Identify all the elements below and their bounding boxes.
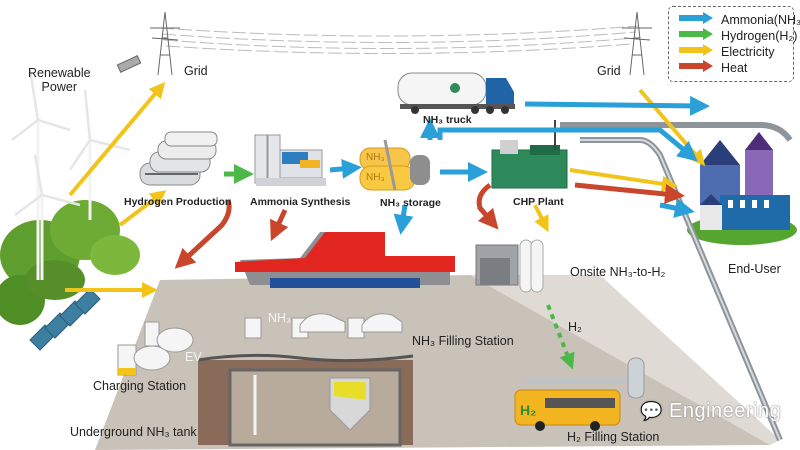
flow-renewable-to-grid: [68, 81, 166, 197]
hydrogen-production-icon: [139, 131, 218, 186]
flow-heat-hydrogen-to-ground: [174, 199, 232, 269]
pylon-right: [622, 11, 652, 76]
flow-truck-to-enduser: [524, 95, 710, 116]
electricity-arrow-icon: [679, 44, 713, 56]
end-user-buildings-icon: [687, 132, 797, 245]
label-nh3-truck: NH₃ truck: [423, 114, 472, 126]
legend: Ammonia(NH₃) Hydrogen(H₂) Electricity He…: [668, 6, 800, 82]
label-ev: EV: [185, 350, 202, 364]
chp-plant-icon: [491, 120, 568, 189]
flow-storage-to-station: [393, 204, 414, 235]
label-renewable-power: Renewable Power: [28, 66, 91, 95]
label-nh3-filling-station: NH₃ Filling Station: [412, 334, 514, 348]
pylon-left: [116, 11, 180, 76]
nh3-truck-icon: [397, 72, 515, 114]
ammonia-synthesis-icon: [254, 134, 326, 186]
hydrogen-arrow-icon: [679, 28, 713, 40]
label-end-user: End-User: [728, 262, 781, 276]
ammonia-arrow-icon: [679, 12, 713, 24]
label-onsite-cracker: Onsite NH₃-to-H₂: [570, 265, 666, 279]
power-lines: [159, 25, 639, 55]
wechat-icon: 💬: [640, 401, 663, 421]
label-grid-right: Grid: [597, 64, 621, 78]
label-bus-h2: H₂: [520, 402, 537, 418]
forest-icon: [0, 200, 140, 325]
flow-heat-chp-to-cracker: [476, 182, 499, 230]
flow-chp-electricity-enduser: [569, 168, 678, 192]
flow-synthesis-to-storage: [329, 158, 362, 179]
label-charging-station: Charging Station: [93, 379, 187, 393]
flow-cracker-to-h2-station: [546, 304, 575, 370]
label-chp-plant: CHP Plant: [513, 196, 564, 208]
flow-chp-to-cracker: [533, 204, 549, 233]
label-h2-filling-station: H₂ Filling Station: [567, 430, 660, 444]
heat-flows: [174, 182, 685, 269]
label-tank-nh3-bottom: NH₃: [366, 172, 385, 183]
label-ammonia-synthesis: Ammonia Synthesis: [250, 196, 351, 208]
heat-arrow-icon: [679, 60, 713, 72]
label-nh3-storage: NH₃ storage: [380, 197, 441, 209]
flow-heat-synthesis: [270, 208, 289, 242]
wind-turbines-icon: [11, 69, 131, 280]
h2-filling-station-icon: [514, 357, 645, 431]
label-hydrogen-production: Hydrogen Production: [124, 196, 232, 208]
flow-heat-chp-enduser: [574, 182, 685, 204]
label-nh3-pump: NH₃: [268, 311, 292, 325]
watermark: 💬 Engineering: [640, 400, 782, 422]
flow-storage-to-enduser: [437, 127, 698, 162]
underground-tank-icon: [197, 353, 414, 447]
label-h2-flow: H₂: [568, 320, 582, 334]
nh3-filling-station-icon: [235, 232, 455, 339]
flow-pipe-to-enduser: [659, 198, 695, 218]
flow-renewable-to-hydrogen: [118, 190, 167, 227]
ev-charging-icon: [117, 321, 194, 376]
label-grid-left: Grid: [184, 64, 208, 78]
label-tank-nh3-top: NH₃: [366, 152, 385, 163]
ammonia-flows: [329, 95, 710, 235]
ground-plane-right: [470, 275, 780, 445]
onsite-cracker-icon: [475, 239, 544, 293]
solar-panels-icon: [29, 288, 101, 351]
label-underground-tank: Underground NH₃ tank: [70, 425, 197, 439]
